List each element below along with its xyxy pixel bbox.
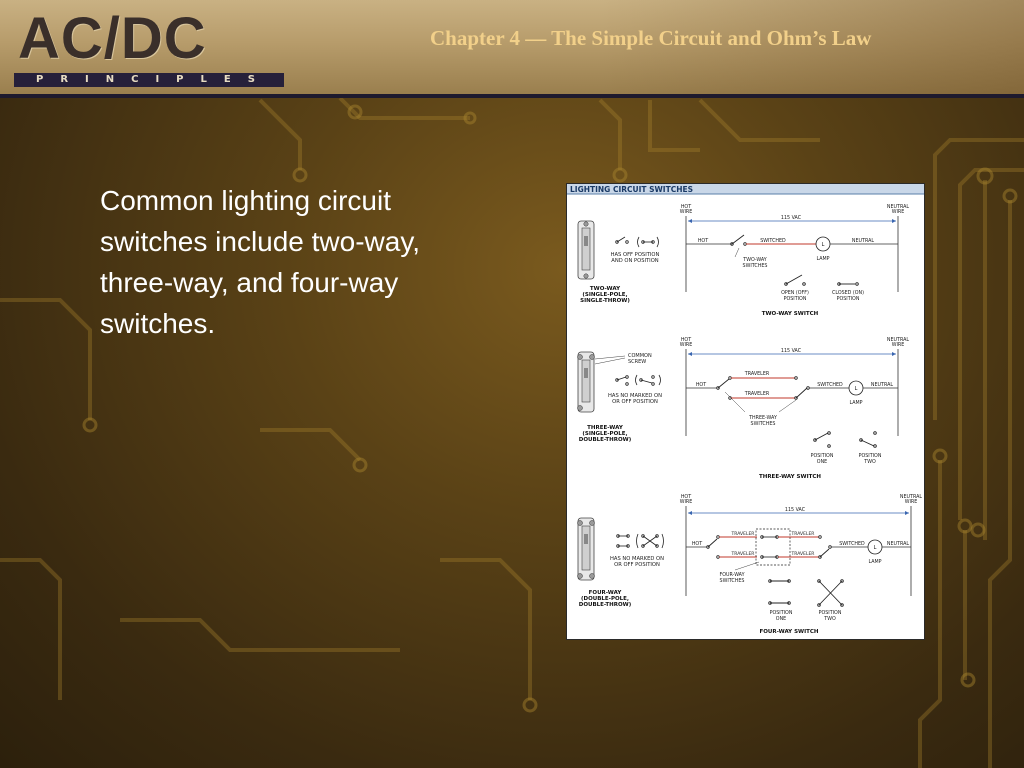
logo-subtitle: PRINCIPLES <box>14 73 284 87</box>
svg-text:TRAVELER: TRAVELER <box>731 531 755 537</box>
svg-text:OPEN (OFF)POSITION: OPEN (OFF)POSITION <box>781 290 809 302</box>
svg-text:LAMP: LAMP <box>849 400 862 406</box>
svg-text:TWO-WAY SWITCH: TWO-WAY SWITCH <box>762 311 819 317</box>
four-way-device-icon <box>577 517 595 581</box>
three-way-device-icon <box>577 351 595 413</box>
figure-title: LIGHTING CIRCUIT SWITCHES <box>570 185 693 194</box>
slide-body-text: Common lighting circuit switches include… <box>100 185 421 339</box>
svg-text:TRAVELER: TRAVELER <box>791 551 815 557</box>
svg-text:FOUR-WAY(DOUBLE-POLE,DOUBLE-TH: FOUR-WAY(DOUBLE-POLE,DOUBLE-THROW) <box>579 590 632 608</box>
svg-text:L: L <box>855 386 858 392</box>
slide-header: AC/DC PRINCIPLES Chapter 4 — The Simple … <box>0 0 1024 98</box>
svg-text:NEUTRAL: NEUTRAL <box>887 541 909 547</box>
svg-text:LAMP: LAMP <box>816 256 829 262</box>
svg-text:HOT: HOT <box>692 541 702 547</box>
svg-text:HOT: HOT <box>696 382 706 388</box>
chapter-title: Chapter 4 — The Simple Circuit and Ohm’s… <box>430 26 872 50</box>
svg-text:TRAVELER: TRAVELER <box>791 531 815 537</box>
header-shade <box>600 0 1024 94</box>
switches-diagram: LIGHTING CIRCUIT SWITCHES HAS OFF POSITI… <box>567 184 924 635</box>
svg-text:THREE-WAY(SINGLE-POLE,DOUBLE-T: THREE-WAY(SINGLE-POLE,DOUBLE-THROW) <box>579 425 632 443</box>
svg-text:SWITCHED: SWITCHED <box>817 382 843 388</box>
svg-text:TRAVELER: TRAVELER <box>744 391 770 397</box>
svg-text:115 VAC: 115 VAC <box>785 507 806 513</box>
svg-text:FOUR-WAY SWITCH: FOUR-WAY SWITCH <box>759 629 818 635</box>
svg-text:115 VAC: 115 VAC <box>781 215 802 221</box>
svg-text:115 VAC: 115 VAC <box>781 348 802 354</box>
svg-text:NEUTRAL: NEUTRAL <box>871 382 893 388</box>
svg-text:L: L <box>822 242 825 248</box>
svg-text:L: L <box>874 545 877 551</box>
svg-text:TRAVELER: TRAVELER <box>744 371 770 377</box>
svg-text:HOT: HOT <box>698 238 708 244</box>
svg-text:SWITCHED: SWITCHED <box>760 238 786 244</box>
svg-text:TRAVELER: TRAVELER <box>731 551 755 557</box>
svg-text:SWITCHED: SWITCHED <box>839 541 865 547</box>
svg-text:CLOSED (ON)POSITION: CLOSED (ON)POSITION <box>832 290 864 302</box>
lighting-switches-figure: LIGHTING CIRCUIT SWITCHES HAS OFF POSITI… <box>566 183 925 640</box>
logo-title: AC/DC <box>18 6 207 71</box>
svg-text:THREE-WAY SWITCH: THREE-WAY SWITCH <box>759 474 821 480</box>
svg-text:TWO-WAY(SINGLE-POLE,SINGLE-THR: TWO-WAY(SINGLE-POLE,SINGLE-THROW) <box>580 286 630 304</box>
svg-text:NEUTRAL: NEUTRAL <box>852 238 874 244</box>
two-way-device-icon <box>577 220 595 280</box>
svg-text:LAMP: LAMP <box>868 559 881 565</box>
